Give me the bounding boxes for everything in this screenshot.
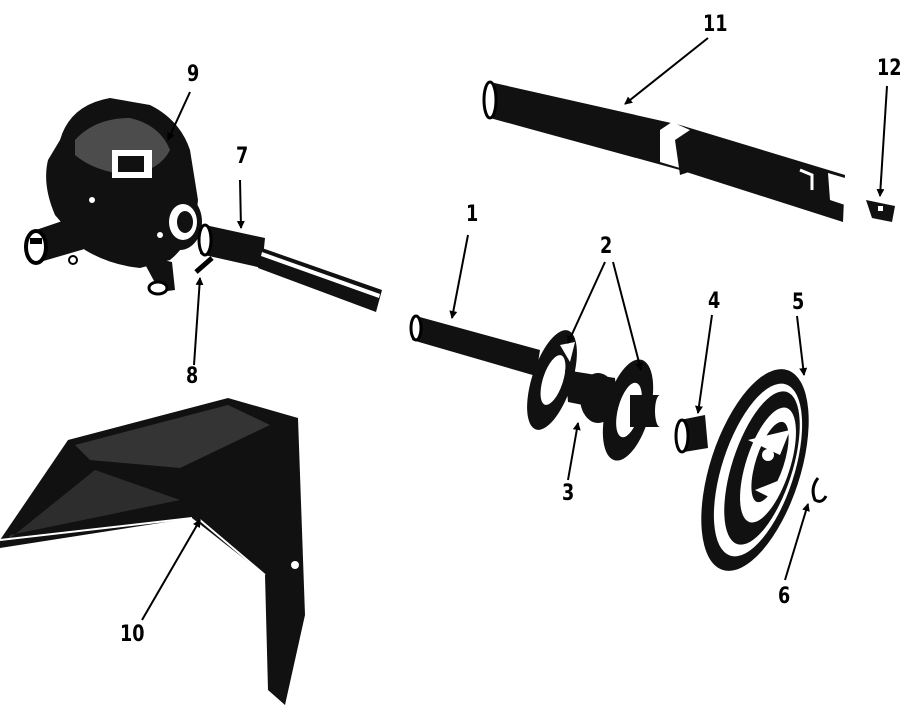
clip-part (866, 200, 895, 222)
callout-3: 3 (562, 481, 575, 506)
drive-shaft-part (409, 314, 540, 376)
callout-2: 2 (600, 234, 613, 259)
callout-5: 5 (792, 290, 805, 315)
flange-hub-part (527, 330, 665, 461)
callout-4: 4 (708, 289, 721, 314)
belt-guard-part (0, 398, 305, 705)
shaft-shield-part (482, 76, 845, 222)
callout-12: 12 (877, 56, 902, 81)
key-part (194, 256, 214, 274)
callout-9: 9 (187, 62, 200, 87)
snap-ring-part (811, 477, 828, 503)
bushing-part (674, 415, 708, 454)
leader-lines (141, 37, 888, 621)
callout-10: 10 (120, 622, 145, 647)
callout-6: 6 (778, 584, 791, 609)
callout-11: 11 (703, 12, 728, 37)
coupling-part (197, 223, 382, 312)
callout-1: 1 (466, 202, 479, 227)
gearbox-part (24, 98, 202, 296)
callout-8: 8 (186, 364, 199, 389)
pulley-part (701, 369, 809, 571)
callout-7: 7 (236, 144, 249, 169)
